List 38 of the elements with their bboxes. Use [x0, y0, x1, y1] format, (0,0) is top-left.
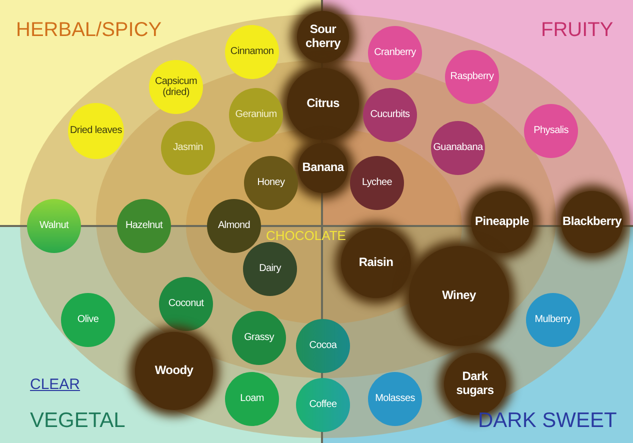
flavor-name: Physalis [532, 125, 570, 137]
flavor-name: Almond [216, 220, 252, 232]
flavor-name: Cucurbits [369, 109, 411, 121]
flavor-name: Banana [301, 161, 346, 175]
flavor-name: Mulberry [534, 314, 572, 326]
category-label: FRUITY [541, 20, 614, 40]
flavor-name: Raisin [358, 256, 394, 270]
flavor-name: Citrus [306, 97, 340, 111]
flavor-name: Honey [256, 177, 286, 189]
flavor-name: Cranberry [373, 47, 417, 59]
category-label: HERBAL/SPICY [16, 20, 162, 40]
flavor-name: Loam [239, 393, 265, 405]
flavor-name: Jasmin [172, 142, 204, 154]
flavor-name: Woody [154, 364, 194, 378]
flavor-name: Cocoa [308, 340, 338, 352]
flavor-name: Molasses [374, 393, 416, 405]
flavor-name: Coffee [308, 399, 338, 411]
flavor-name: Pineapple [474, 215, 530, 229]
flavor-name: Geranium [234, 109, 278, 121]
flavor-name: Hazelnut [124, 220, 164, 232]
flavor-name: Guanabana [432, 142, 484, 154]
flavor-name: Blackberry [561, 215, 623, 229]
flavor-name: Coconut [167, 298, 205, 310]
flavor-name: Walnut [38, 220, 70, 232]
flavor-name: Olive [76, 314, 100, 326]
flavor-name: Capsicum (dried) [154, 76, 198, 98]
link: CLEAR [30, 377, 80, 392]
flavor-name: Winey [441, 289, 477, 303]
flavor-name: Grassy [243, 332, 276, 344]
category-label: VEGETAL [30, 410, 126, 431]
flavor-name: Lychee [360, 177, 394, 189]
flavor-name: Sour cherry [304, 23, 342, 51]
category-label: DARK SWEET [478, 410, 617, 431]
flavor-name: Dried leaves [69, 125, 123, 137]
flavor-name: Dark sugars [455, 370, 495, 398]
flavor-name: Raspberry [449, 71, 495, 83]
flavor-name: Dairy [258, 263, 282, 275]
flavor-name: Cinnamon [229, 46, 275, 58]
